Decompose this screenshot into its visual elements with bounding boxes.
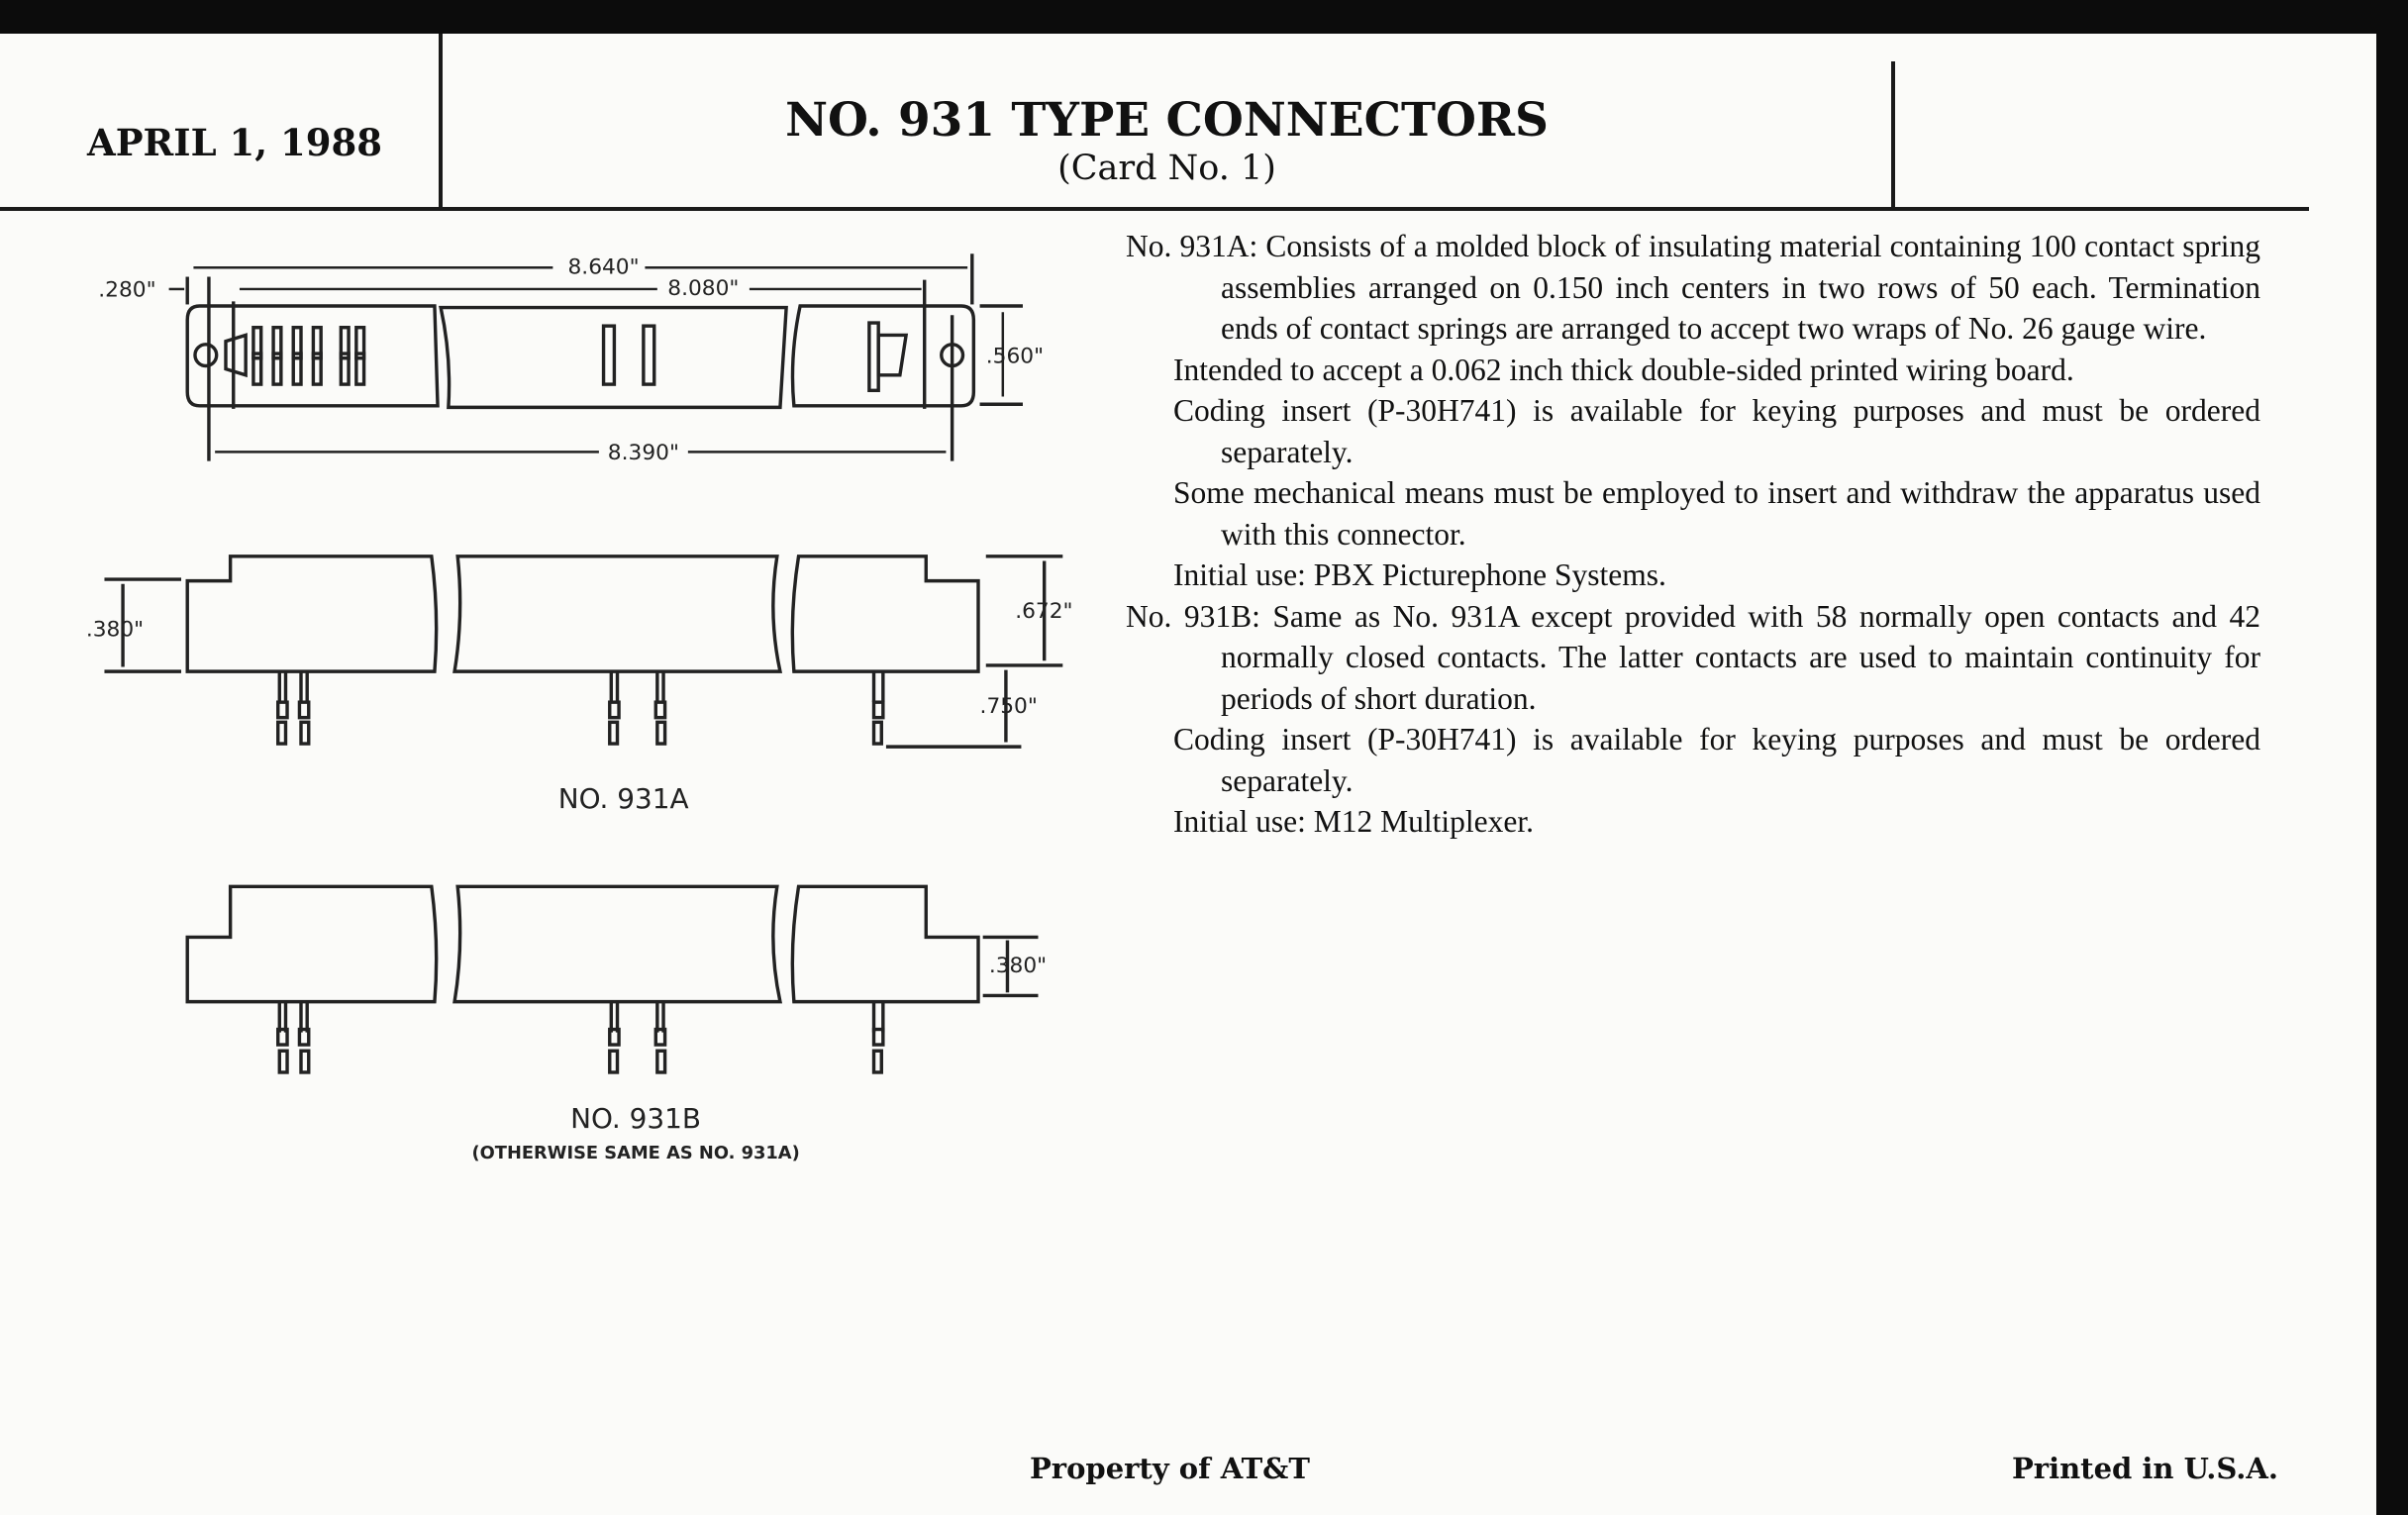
paragraph: Intended to accept a 0.062 inch thick do…: [1173, 352, 2074, 387]
dim-body-length: 8.080": [667, 276, 739, 301]
paragraph: Initial use: M12 Multiplexer.: [1173, 804, 1534, 839]
header-divider-right: [1891, 61, 1895, 210]
dim-height-b: .380": [989, 954, 1047, 978]
dim-hole-spacing: 8.390": [608, 441, 679, 465]
issue-date: APRIL 1, 1988: [87, 121, 382, 164]
header-rule: [0, 207, 2309, 211]
note-931b: (OTHERWISE SAME AS NO. 931A): [471, 1143, 799, 1163]
footer-property: Property of AT&T: [1030, 1452, 1310, 1485]
paragraph-931b: No. 931B: Same as No. 931A except provid…: [1126, 598, 2260, 716]
document-card: [0, 34, 2376, 1515]
label-931b: NO. 931B: [570, 1102, 701, 1135]
description-text: No. 931A: Consists of a molded block of …: [1126, 226, 2260, 843]
paragraph: Coding insert (P-30H741) is available fo…: [1173, 722, 2260, 798]
pins-a: [276, 671, 885, 746]
label-931a: NO. 931A: [558, 782, 689, 815]
dim-pin-length: .750": [980, 694, 1038, 719]
dim-end-offset: .280": [98, 278, 155, 303]
top-view: [185, 253, 1023, 461]
dim-width: .560": [986, 344, 1044, 368]
dim-overall-length: 8.640": [567, 254, 639, 279]
paragraph: Initial use: PBX Picturephone Systems.: [1173, 557, 1666, 592]
paragraph: Some mechanical means must be employed t…: [1173, 475, 2260, 552]
side-view-931a: [104, 555, 1063, 749]
footer-printed: Printed in U.S.A.: [2012, 1452, 2278, 1485]
paragraph-931a: No. 931A: Consists of a molded block of …: [1126, 229, 2260, 346]
paragraph: Coding insert (P-30H741) is available fo…: [1173, 393, 2260, 469]
page-title: NO. 931 TYPE CONNECTORS: [785, 93, 1549, 148]
header-divider-left: [439, 34, 443, 210]
dim-total-height: .672": [1015, 599, 1072, 624]
dim-height-a: .380": [86, 617, 144, 642]
side-view-931b: [185, 884, 1039, 1074]
card-number: (Card No. 1): [1057, 149, 1276, 188]
